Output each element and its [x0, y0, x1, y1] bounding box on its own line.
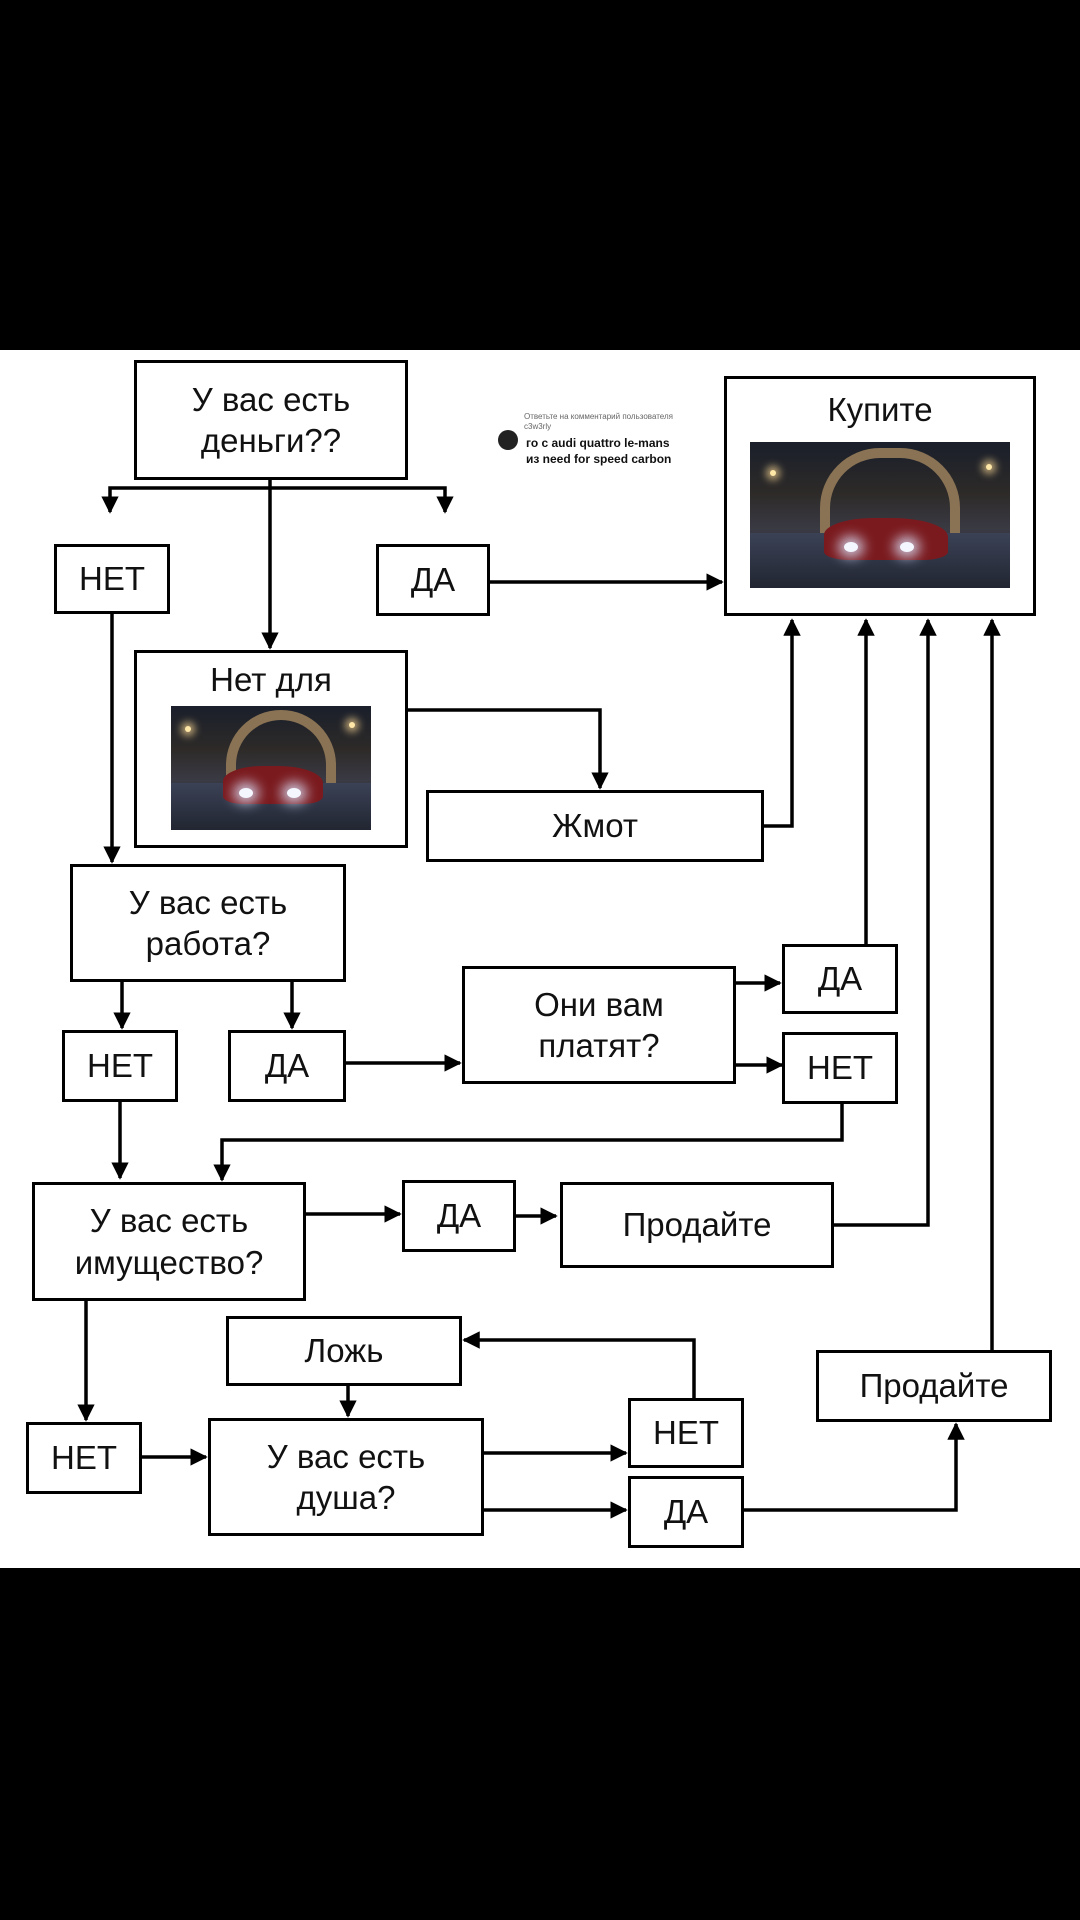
node-lie: Ложь [226, 1316, 462, 1386]
comment-text: го с audi quattro le-mans из need for sp… [526, 436, 672, 466]
node-yes-5: ДА [628, 1476, 744, 1548]
node-soul-question: У вас есть душа? [208, 1418, 484, 1536]
node-stingy: Жмот [426, 790, 764, 862]
node-money-question: У вас есть деньги?? [134, 360, 408, 480]
car-image [171, 706, 371, 831]
avatar-icon [498, 430, 518, 450]
node-sell-1: Продайте [560, 1182, 834, 1268]
node-yes-4: ДА [402, 1180, 516, 1252]
node-paid-question: Они вам платят? [462, 966, 736, 1084]
node-no-1: НЕТ [54, 544, 170, 614]
node-no-4: НЕТ [26, 1422, 142, 1494]
node-buy-label: Купите [827, 391, 933, 428]
connector-arrows [77, 480, 1001, 1519]
node-sell-2: Продайте [816, 1350, 1052, 1422]
node-not-for: Нет для [134, 650, 408, 848]
node-yes-1: ДА [376, 544, 490, 616]
node-property-question: У вас есть имущество? [32, 1182, 306, 1301]
reply-line: Ответьте на комментарий пользователя c3w… [524, 412, 673, 432]
car-image [750, 442, 1010, 589]
node-yes-2: ДА [228, 1030, 346, 1102]
node-buy: Купите [724, 376, 1036, 616]
node-job-question: У вас есть работа? [70, 864, 346, 982]
flowchart: У вас есть деньги?? Купите Ответьте на к… [0, 350, 1080, 1568]
node-no-3: НЕТ [782, 1032, 898, 1104]
node-not-for-label: Нет для [210, 661, 332, 698]
node-yes-3: ДА [782, 944, 898, 1014]
node-no-5: НЕТ [628, 1398, 744, 1468]
node-no-2: НЕТ [62, 1030, 178, 1102]
